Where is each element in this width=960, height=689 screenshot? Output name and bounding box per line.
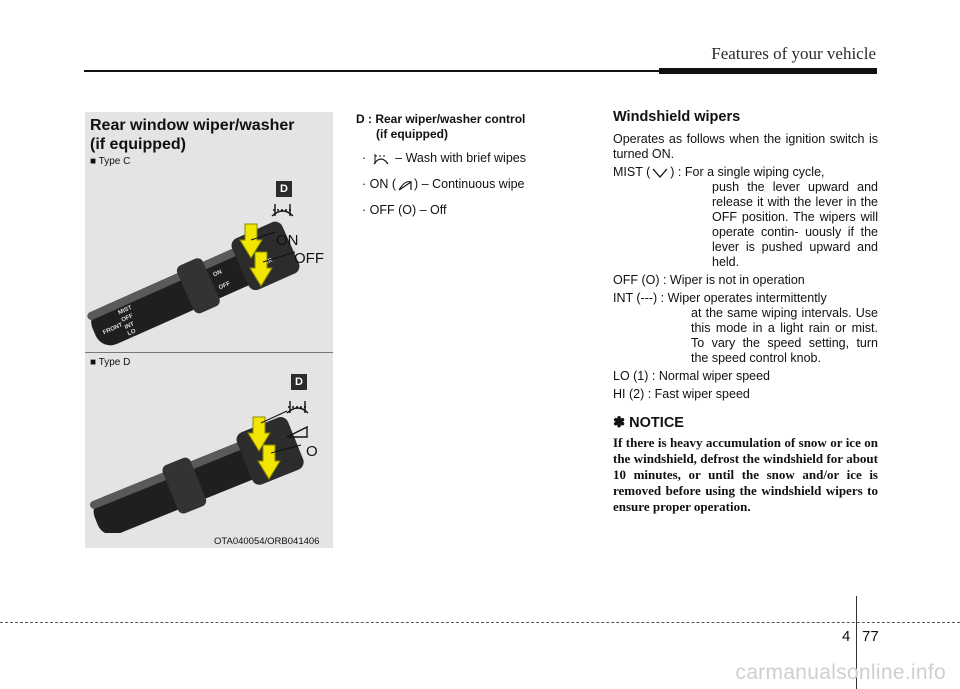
watermark: carmanualsonline.info [735, 661, 946, 684]
chapter-number: 4 [842, 628, 851, 645]
windshield-wipers-title: Windshield wipers [613, 109, 741, 125]
rear-control-item-on-suffix: ) – Continuous wipe [414, 177, 525, 191]
mist-suffix: ) : For a single wiping cycle, [670, 165, 825, 179]
lever-label-off: OFF [121, 313, 135, 323]
header-rule-bold [659, 68, 877, 74]
washer-symbol-icon-d [286, 401, 309, 414]
label-off: OFF [294, 250, 324, 267]
footer-separator [856, 596, 857, 689]
type-c-label: ■ Type C [90, 156, 131, 167]
rear-control-subtitle: (if equipped) [376, 127, 448, 141]
mist-entry: MIST ( ) : For a single wiping cycle, pus… [613, 165, 878, 270]
page-number: 77 [862, 628, 879, 645]
badge-d-type-c: D [276, 181, 292, 197]
int-key: INT (---) : Wiper operates intermittentl… [613, 291, 827, 305]
rear-control-item-off: · OFF (O) – Off [362, 203, 447, 217]
rear-wiper-icon [398, 180, 412, 191]
badge-d-type-d: D [291, 374, 307, 390]
label-o: O [306, 443, 318, 460]
lever-label-int: INT [124, 321, 136, 331]
int-entry: INT (---) : Wiper operates intermittentl… [613, 291, 878, 366]
lever-label-mist: MIST [118, 305, 134, 316]
notice-text: If there is heavy accumulation of snow o… [613, 435, 878, 514]
off-entry: OFF (O) : Wiper is not in operation [613, 273, 805, 287]
label-on: ON [276, 232, 299, 249]
windshield-wipers-section: Windshield wipers Operates as follows wh… [613, 110, 878, 515]
lever-label-hi: HI [130, 336, 138, 344]
type-d-label: ■ Type D [90, 357, 131, 368]
mist-key: MIST ( ) : For a single wiping cycle, [613, 165, 878, 180]
washer-icon [373, 153, 389, 165]
panel-divider [85, 352, 333, 353]
rear-wiper-title-line1: Rear window wiper/washer [90, 117, 295, 134]
image-code: OTA040054/ORB041406 [214, 536, 320, 547]
up-arrow-icon-d2 [257, 444, 281, 480]
lever-label-lo: LO [127, 328, 137, 337]
item-bullet: · [362, 151, 367, 165]
type-d-lever-illustration [89, 401, 309, 533]
rear-wiper-symbol-icon [286, 425, 308, 438]
rear-wiper-section-title: Rear window wiper/washer (if equipped) [90, 116, 295, 154]
type-c-lever-illustration: MIST OFF INT LO HI FRONT ON OFF REAR [87, 204, 300, 346]
lo-entry: LO (1) : Normal wiper speed [613, 369, 771, 383]
rear-wiper-title-line2: (if equipped) [90, 136, 186, 153]
rear-control-item-on-prefix: · ON ( [362, 177, 397, 191]
lever-label-on: ON [212, 269, 223, 278]
rear-control-description: D : Rear wiper/washer control (if equipp… [356, 112, 566, 220]
header-rule [84, 70, 659, 72]
rear-control-item-wash-text: – Wash with brief wipes [395, 151, 526, 165]
mist-chevron-icon [652, 168, 668, 178]
notice-title: ✽ NOTICE [613, 415, 684, 431]
mist-prefix: MIST ( [613, 165, 651, 179]
rear-control-item-wash: · – Wash with brief wipes [356, 148, 566, 168]
mist-desc: push the lever upward and release it wit… [712, 180, 878, 269]
up-arrow-icon [239, 223, 263, 259]
footer-rule [0, 622, 960, 623]
washer-symbol-icon [271, 204, 294, 217]
int-desc: at the same wiping intervals. Use this m… [691, 306, 878, 365]
section-header-title: Features of your vehicle [711, 44, 876, 63]
rear-control-item-on: · ON ( ) – Continuous wipe [356, 174, 566, 194]
hi-entry: HI (2) : Fast wiper speed [613, 387, 750, 401]
lever-label-off-rear: OFF [218, 281, 232, 291]
rear-control-title: D : Rear wiper/washer control [356, 112, 526, 126]
windshield-intro: Operates as follows when the ignition sw… [613, 132, 878, 161]
up-arrow-icon-d [247, 416, 271, 452]
